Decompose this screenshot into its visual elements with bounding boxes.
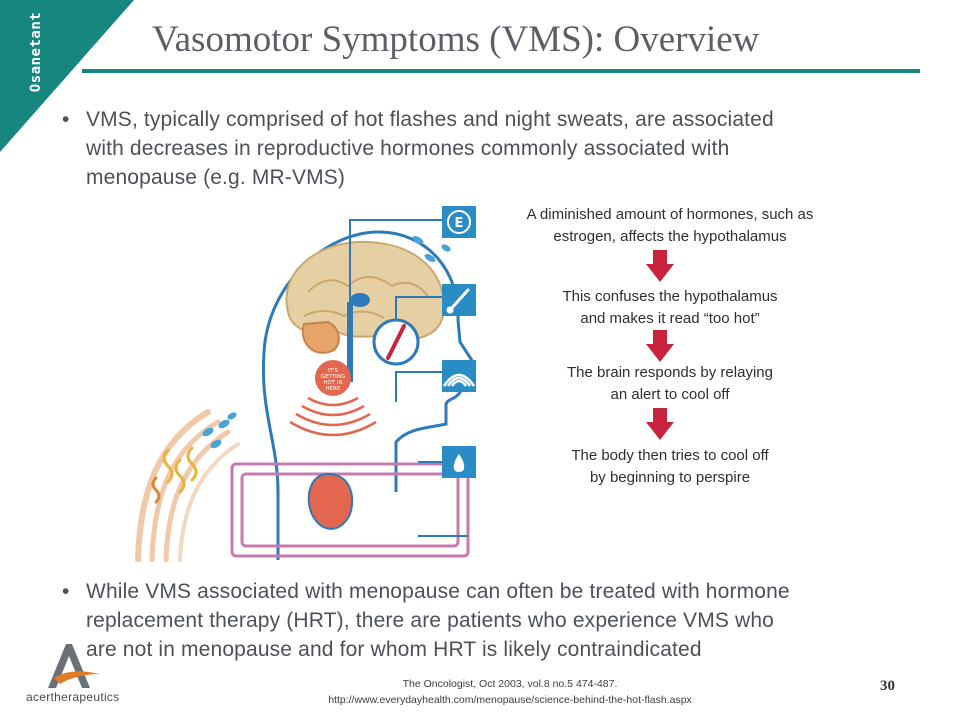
side-label: Osanetant [28,11,44,93]
reference-2: http://www.everydayhealth.com/menopause/… [328,694,692,706]
step-1-line-2: estrogen, affects the hypothalamus [553,228,787,245]
step-3-line-2: an alert to cool off [610,386,730,403]
step-3: The brain responds by relaying an alert … [492,362,848,406]
signal-waves-icon [442,360,476,392]
acer-logo-mark [48,644,100,688]
arm-sweat-drops [202,412,237,449]
bullet-1-line-3: menopause (e.g. MR-VMS) [86,166,346,189]
speech-line-4: HERE [326,386,341,392]
title-rule [82,69,920,73]
heart [307,472,354,530]
bullet-2-line-2: replacement therapy (HRT), there are pat… [86,609,774,632]
down-arrow-3 [646,408,674,440]
shoulder-arm [135,409,240,562]
heat-waves [289,396,377,437]
bullet-1-text: VMS, typically comprised of hot flashes … [86,105,774,192]
step-1-line-1: A diminished amount of hormones, such as [526,206,814,223]
step-1: A diminished amount of hormones, such as… [492,204,848,248]
reference-1: The Oncologist, Oct 2003, vol.8 no.5 474… [402,678,618,690]
bullet-2-line-1: While VMS associated with menopause can … [86,580,790,603]
head-sweat-drops [412,236,451,262]
thermometer-icon [442,284,476,316]
step-4-line-1: The body then tries to cool off [571,447,769,464]
page-number: 30 [880,678,895,694]
bullet-dot: • [62,580,70,603]
logo-text: acertherapeutics [26,690,120,704]
speech-line-1: IT'S [328,368,338,374]
hot-flash-illustration: IT'S GETTING HOT IN HERE E [135,206,476,562]
estrogen-icon: E [442,206,476,238]
step-2-line-2: and makes it read “too hot” [580,310,760,327]
vessel-loop [230,462,470,558]
bullet-dot: • [62,108,70,131]
cerebellum [301,320,340,354]
step-2-line-1: This confuses the hypothalamus [562,288,778,305]
bullet-1-line-1: VMS, typically comprised of hot flashes … [86,108,774,131]
speech-circle [315,360,351,396]
bullet-2-line-3: are not in menopause and for whom HRT is… [86,638,702,661]
speech-line-2: GETTING [321,374,345,380]
page-title: Vasomotor Symptoms (VMS): Overview [152,19,760,60]
sweat-drop-icon [442,446,476,478]
hypothalamus [350,293,370,307]
down-arrow-1 [646,250,674,282]
step-3-line-1: The brain responds by relaying [567,364,773,381]
step-4: The body then tries to cool off by begin… [492,445,848,489]
down-arrow-2 [646,330,674,362]
bullet-1-line-2: with decreases in reproductive hormones … [86,137,730,160]
speech-line-3: HOT IN [323,380,342,386]
estrogen-letter: E [455,216,464,231]
bullet-2-text: While VMS associated with menopause can … [86,577,790,664]
step-2: This confuses the hypothalamus and makes… [492,286,848,330]
step-4-line-2: by beginning to perspire [589,469,751,486]
connector-lines [349,219,468,537]
